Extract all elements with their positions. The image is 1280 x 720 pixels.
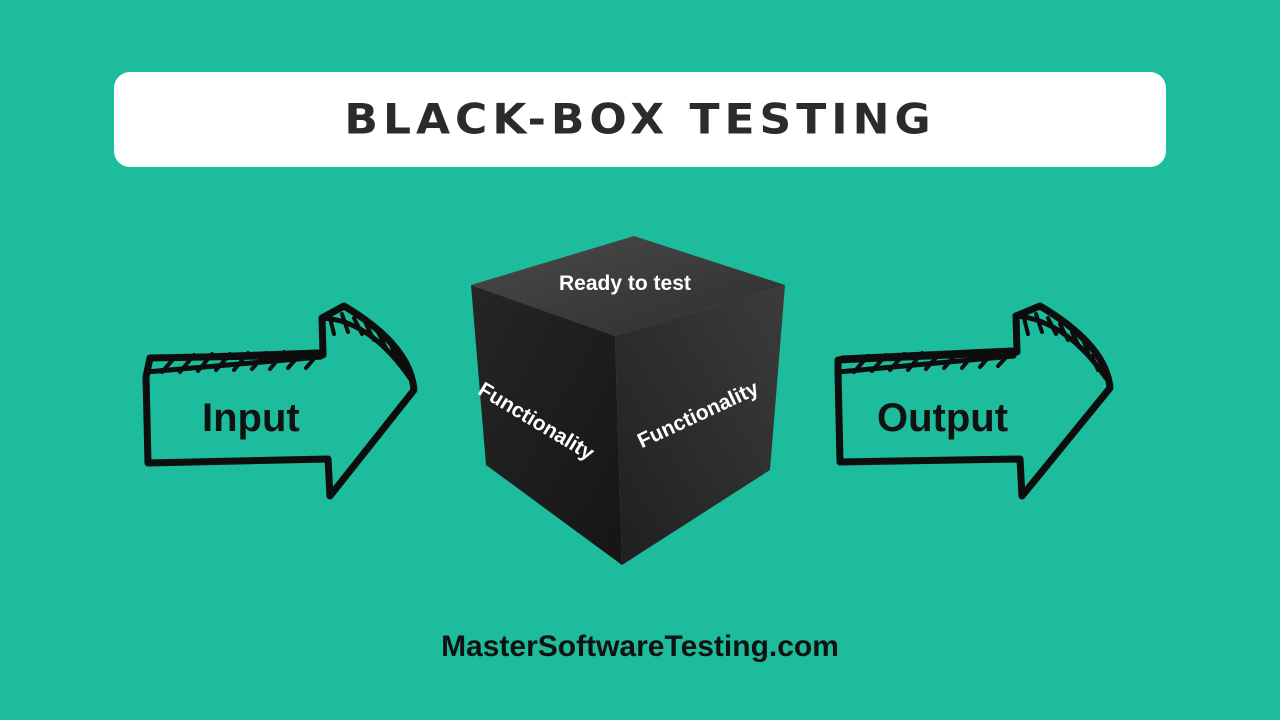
cube-top-face <box>471 236 785 336</box>
output-label: Output <box>877 396 1009 440</box>
cube-left-face <box>471 285 622 565</box>
black-box-cube <box>471 236 785 565</box>
input-arrow <box>142 302 418 500</box>
page-title: BLACK-BOX TESTING <box>344 95 936 144</box>
title-card: BLACK-BOX TESTING <box>114 72 1166 167</box>
site-url: MasterSoftwareTesting.com <box>441 630 839 663</box>
cube-right-face <box>615 285 785 565</box>
output-arrow <box>834 302 1114 500</box>
cube-top-label: Ready to test <box>559 272 691 295</box>
input-label: Input <box>202 396 300 440</box>
